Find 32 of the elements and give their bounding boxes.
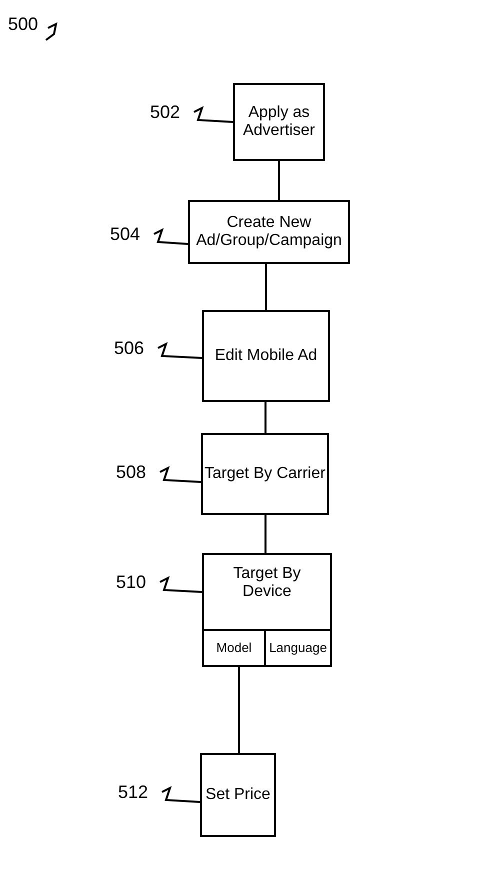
reference-numeral: 508	[116, 460, 160, 484]
step-text: Target By Carrier	[204, 464, 326, 484]
step-text: Target By Device	[232, 565, 302, 602]
figure-number: 500	[8, 14, 38, 35]
step-text: Language	[269, 640, 327, 656]
step-text: Set Price	[206, 786, 270, 804]
connector-line	[265, 264, 267, 310]
reference-numeral: 506	[114, 336, 158, 360]
step-text: Create New Ad/Group/Campaign	[195, 214, 343, 250]
leader-line	[158, 342, 202, 359]
connector-line	[238, 667, 240, 753]
step-text: Apply as Advertiser	[242, 104, 316, 140]
process-box	[201, 433, 329, 515]
leader-line	[194, 106, 234, 123]
step-text: Edit Mobile Ad	[214, 346, 318, 366]
connector-line	[278, 161, 280, 200]
reference-numeral: 512	[118, 780, 162, 804]
reference-numeral: 504	[110, 222, 154, 246]
process-box	[202, 310, 330, 402]
leader-line	[162, 786, 200, 803]
leader-line	[154, 228, 188, 245]
process-box	[233, 83, 325, 161]
leader-line	[160, 466, 202, 483]
step-text: Model	[216, 640, 252, 656]
process-box	[188, 200, 350, 264]
reference-numeral: 502	[150, 100, 194, 124]
leader-line	[160, 576, 202, 593]
connector-line	[264, 402, 266, 433]
connector-line	[264, 515, 266, 553]
reference-numeral: 510	[116, 570, 160, 594]
process-box	[202, 553, 332, 667]
process-box	[200, 753, 276, 837]
